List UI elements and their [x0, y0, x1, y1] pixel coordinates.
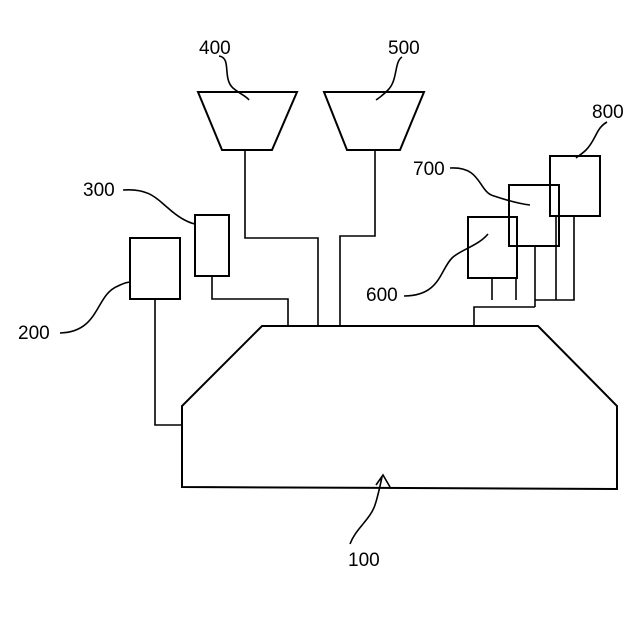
funnel-500 — [324, 92, 424, 150]
label-200: 200 — [18, 323, 50, 344]
label-700: 700 — [413, 159, 445, 180]
arrowhead-100 — [376, 475, 390, 487]
wire-700-bus — [535, 216, 574, 300]
label-400: 400 — [199, 38, 231, 59]
wire-200-to-100 — [155, 299, 182, 425]
funnel-400 — [198, 92, 297, 150]
wire-300-to-100 — [212, 276, 288, 326]
label-500: 500 — [388, 38, 420, 59]
leader-800 — [576, 122, 607, 158]
leader-700 — [450, 168, 530, 205]
leader-300 — [123, 190, 195, 224]
leader-200 — [60, 282, 131, 333]
label-300: 300 — [83, 180, 115, 201]
leader-500 — [376, 57, 402, 100]
box-200 — [130, 238, 180, 299]
leader-400 — [219, 56, 249, 100]
label-800: 800 — [592, 102, 624, 123]
wire-600-to-100 — [474, 307, 535, 326]
leader-600 — [404, 234, 488, 296]
main-unit-100-body — [182, 326, 617, 489]
label-100: 100 — [348, 550, 380, 571]
box-300 — [195, 215, 229, 276]
label-600: 600 — [366, 285, 398, 306]
